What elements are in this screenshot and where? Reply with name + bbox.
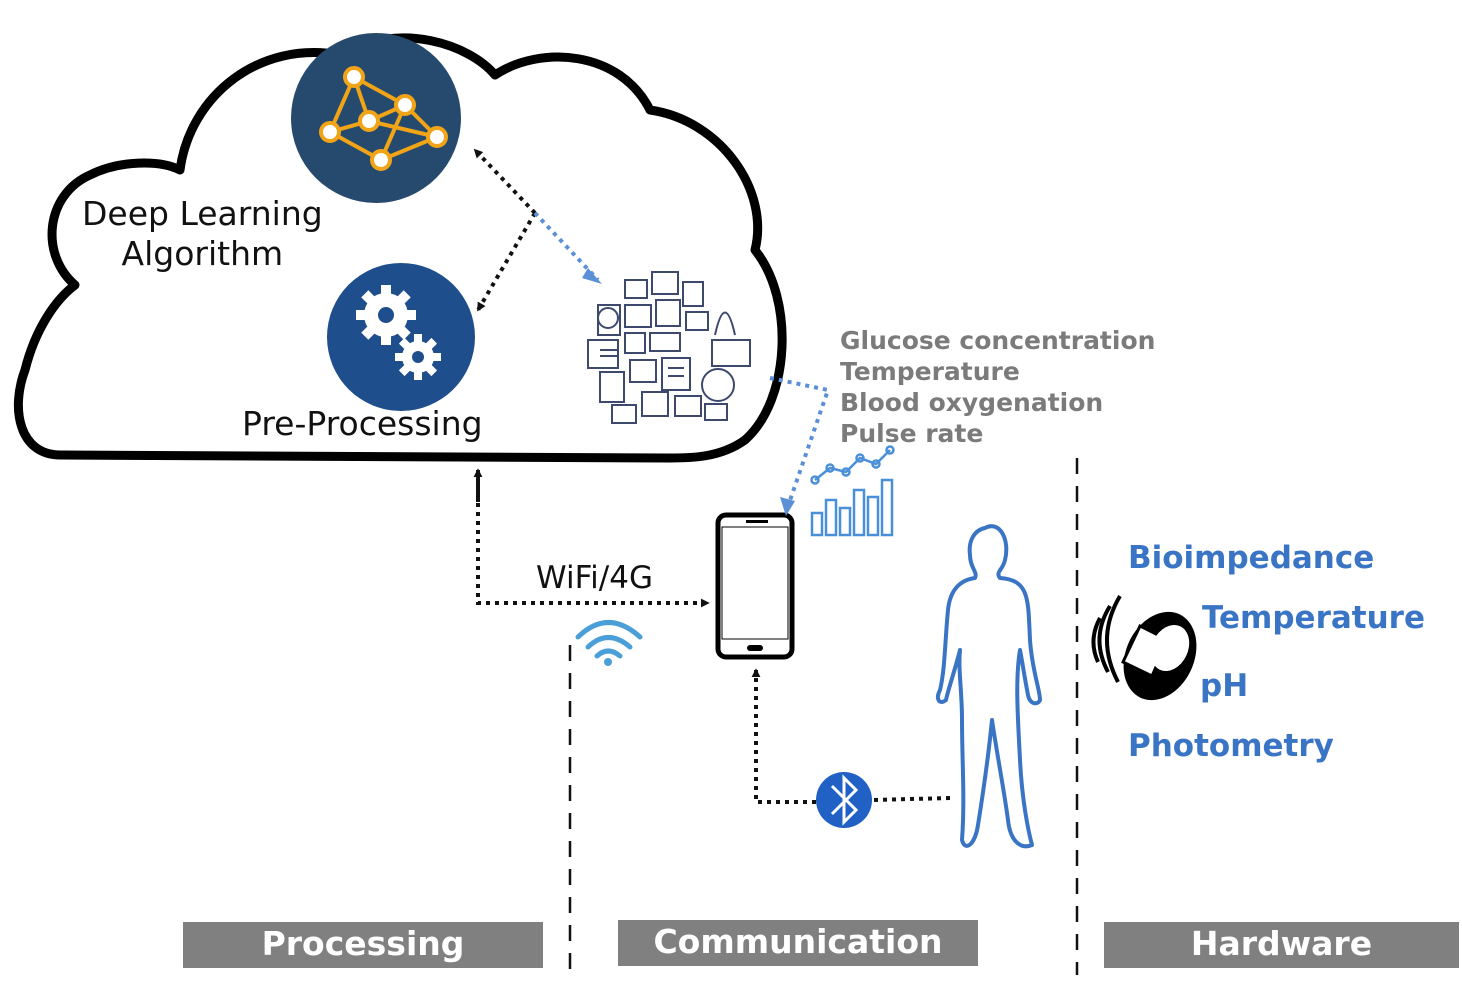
deep-learning-label: Deep Learning Algorithm <box>82 194 323 273</box>
sensor-temperature: Temperature <box>1202 600 1425 636</box>
math-circle-icon <box>586 266 751 424</box>
smartphone-icon <box>715 512 795 660</box>
metric-pulse-rate: Pulse rate <box>840 419 984 448</box>
human-silhouette-icon <box>935 524 1042 849</box>
sensor-photometry: Photometry <box>1128 728 1334 764</box>
metric-temperature: Temperature <box>840 357 1020 386</box>
connectors <box>473 148 951 804</box>
section-hardware: Hardware <box>1104 922 1459 968</box>
neural-network-icon <box>291 33 461 203</box>
bluetooth-icon <box>816 772 872 828</box>
preprocessing-label: Pre-Processing <box>242 404 483 443</box>
wifi-icon <box>575 620 643 666</box>
wearable-sensor-icon <box>1091 594 1197 701</box>
sensor-bioimpedance: Bioimpedance <box>1128 540 1375 576</box>
wifi-label: WiFi/4G <box>536 560 653 596</box>
bar-line-chart-icon <box>810 445 895 537</box>
section-processing: Processing <box>183 922 543 968</box>
gears-icon <box>327 263 475 411</box>
metric-blood-oxygenation: Blood oxygenation <box>840 388 1104 417</box>
metric-glucose: Glucose concentration <box>840 326 1156 355</box>
sensor-ph: pH <box>1200 668 1249 704</box>
section-communication: Communication <box>618 920 978 966</box>
